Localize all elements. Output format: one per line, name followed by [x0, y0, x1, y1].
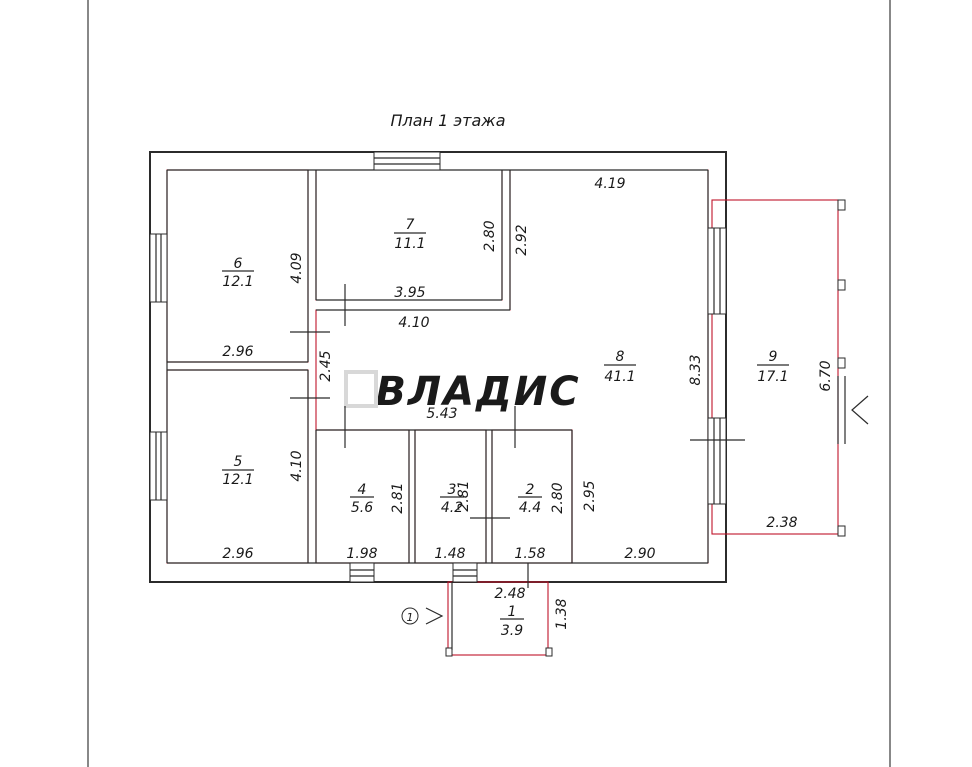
dim-2-38: 2.38: [766, 515, 797, 531]
window-bottom-left: [349, 562, 375, 583]
svg-text:8: 8: [616, 349, 625, 365]
room-label-7: 7 11.1: [394, 217, 426, 252]
entrance-arrow-icon: [425, 607, 444, 625]
room-label-3: 3 4.2: [440, 482, 464, 516]
svg-text:3: 3: [448, 482, 457, 498]
window-bottom-center: [452, 562, 478, 583]
dim-2-48: 2.48: [494, 586, 525, 602]
room-7-outline: [315, 169, 503, 301]
windows: [149, 151, 727, 583]
window-left-lower: [149, 431, 168, 501]
svg-text:4: 4: [358, 482, 367, 498]
svg-text:4.2: 4.2: [441, 500, 463, 516]
dim-4-19: 4.19: [594, 176, 625, 192]
dim-1-58: 1.58: [514, 546, 545, 562]
dim-2-45: 2.45: [318, 350, 334, 381]
dim-2-80-r7: 2.80: [482, 220, 498, 251]
dimension-labels: 4.19 3.95 4.10 2.96 5.43 2.38 2.96 1.98 …: [222, 176, 797, 602]
entrance-marker-circle: [401, 607, 419, 625]
svg-text:12.1: 12.1: [222, 274, 253, 290]
room-label-8: 8 41.1: [604, 349, 636, 385]
interior-walls: [166, 169, 709, 564]
window-right-lower: [707, 417, 727, 505]
room-label-6: 6 12.1: [222, 256, 254, 290]
svg-text:4.4: 4.4: [519, 500, 541, 516]
room-label-1: 1 3.9: [500, 604, 524, 639]
dim-2-96-top: 2.96: [222, 344, 253, 360]
dim-2-95: 2.95: [582, 480, 598, 511]
porch: 1: [401, 582, 553, 657]
vertical-dimension-labels: 2.80 2.92 4.09 2.45 8.33 6.70 4.10 2.81 …: [289, 220, 834, 629]
svg-text:3.9: 3.9: [501, 623, 523, 639]
room-label-5: 5 12.1: [222, 454, 254, 488]
dim-2-81-r4: 2.81: [390, 482, 406, 513]
room-label-4: 4 5.6: [350, 482, 374, 516]
dim-4-10-v: 4.10: [289, 450, 305, 481]
window-right-upper: [707, 227, 727, 315]
svg-text:9: 9: [769, 349, 778, 365]
svg-text:5.6: 5.6: [351, 500, 373, 516]
window-top: [373, 151, 441, 171]
watermark: ВЛАДИС: [375, 369, 580, 415]
dim-2-80-r2: 2.80: [550, 482, 566, 513]
dim-5-43: 5.43: [426, 406, 457, 422]
terrace-entrance-arrow-icon: [851, 395, 869, 425]
outer-wall: [149, 151, 727, 583]
dim-1-48: 1.48: [434, 546, 465, 562]
dim-1-38: 1.38: [554, 598, 570, 629]
svg-text:11.1: 11.1: [394, 236, 425, 252]
dim-6-70: 6.70: [818, 360, 834, 391]
svg-text:7: 7: [406, 217, 415, 233]
door-marks: [290, 284, 745, 588]
watermark-logo-icon: [344, 370, 378, 408]
room-label-2: 2 4.4: [518, 482, 542, 516]
dim-4-09: 4.09: [289, 252, 305, 283]
dim-2-92: 2.92: [514, 224, 530, 255]
dim-2-96-bottom: 2.96: [222, 546, 253, 562]
svg-text:5: 5: [234, 454, 243, 470]
dim-3-95: 3.95: [394, 285, 425, 301]
window-left-upper: [149, 233, 168, 303]
svg-text:41.1: 41.1: [604, 369, 635, 385]
svg-text:17.1: 17.1: [757, 369, 788, 385]
entrance-marker-label: 1: [407, 611, 414, 624]
svg-text:2: 2: [526, 482, 535, 498]
room-8-outline: [315, 169, 709, 564]
svg-text:1: 1: [508, 604, 517, 620]
dim-1-98: 1.98: [346, 546, 377, 562]
svg-text:12.1: 12.1: [222, 472, 253, 488]
room-label-9: 9 17.1: [757, 349, 789, 385]
terrace: [837, 199, 869, 537]
dim-8-33: 8.33: [688, 354, 704, 385]
dim-2-81-r3: 2.81: [456, 480, 472, 511]
svg-text:6: 6: [234, 256, 243, 272]
room-1-outline: [447, 581, 549, 656]
dim-2-90: 2.90: [624, 546, 655, 562]
dim-4-10-h: 4.10: [398, 315, 429, 331]
plan-title: План 1 этажа: [391, 111, 506, 130]
